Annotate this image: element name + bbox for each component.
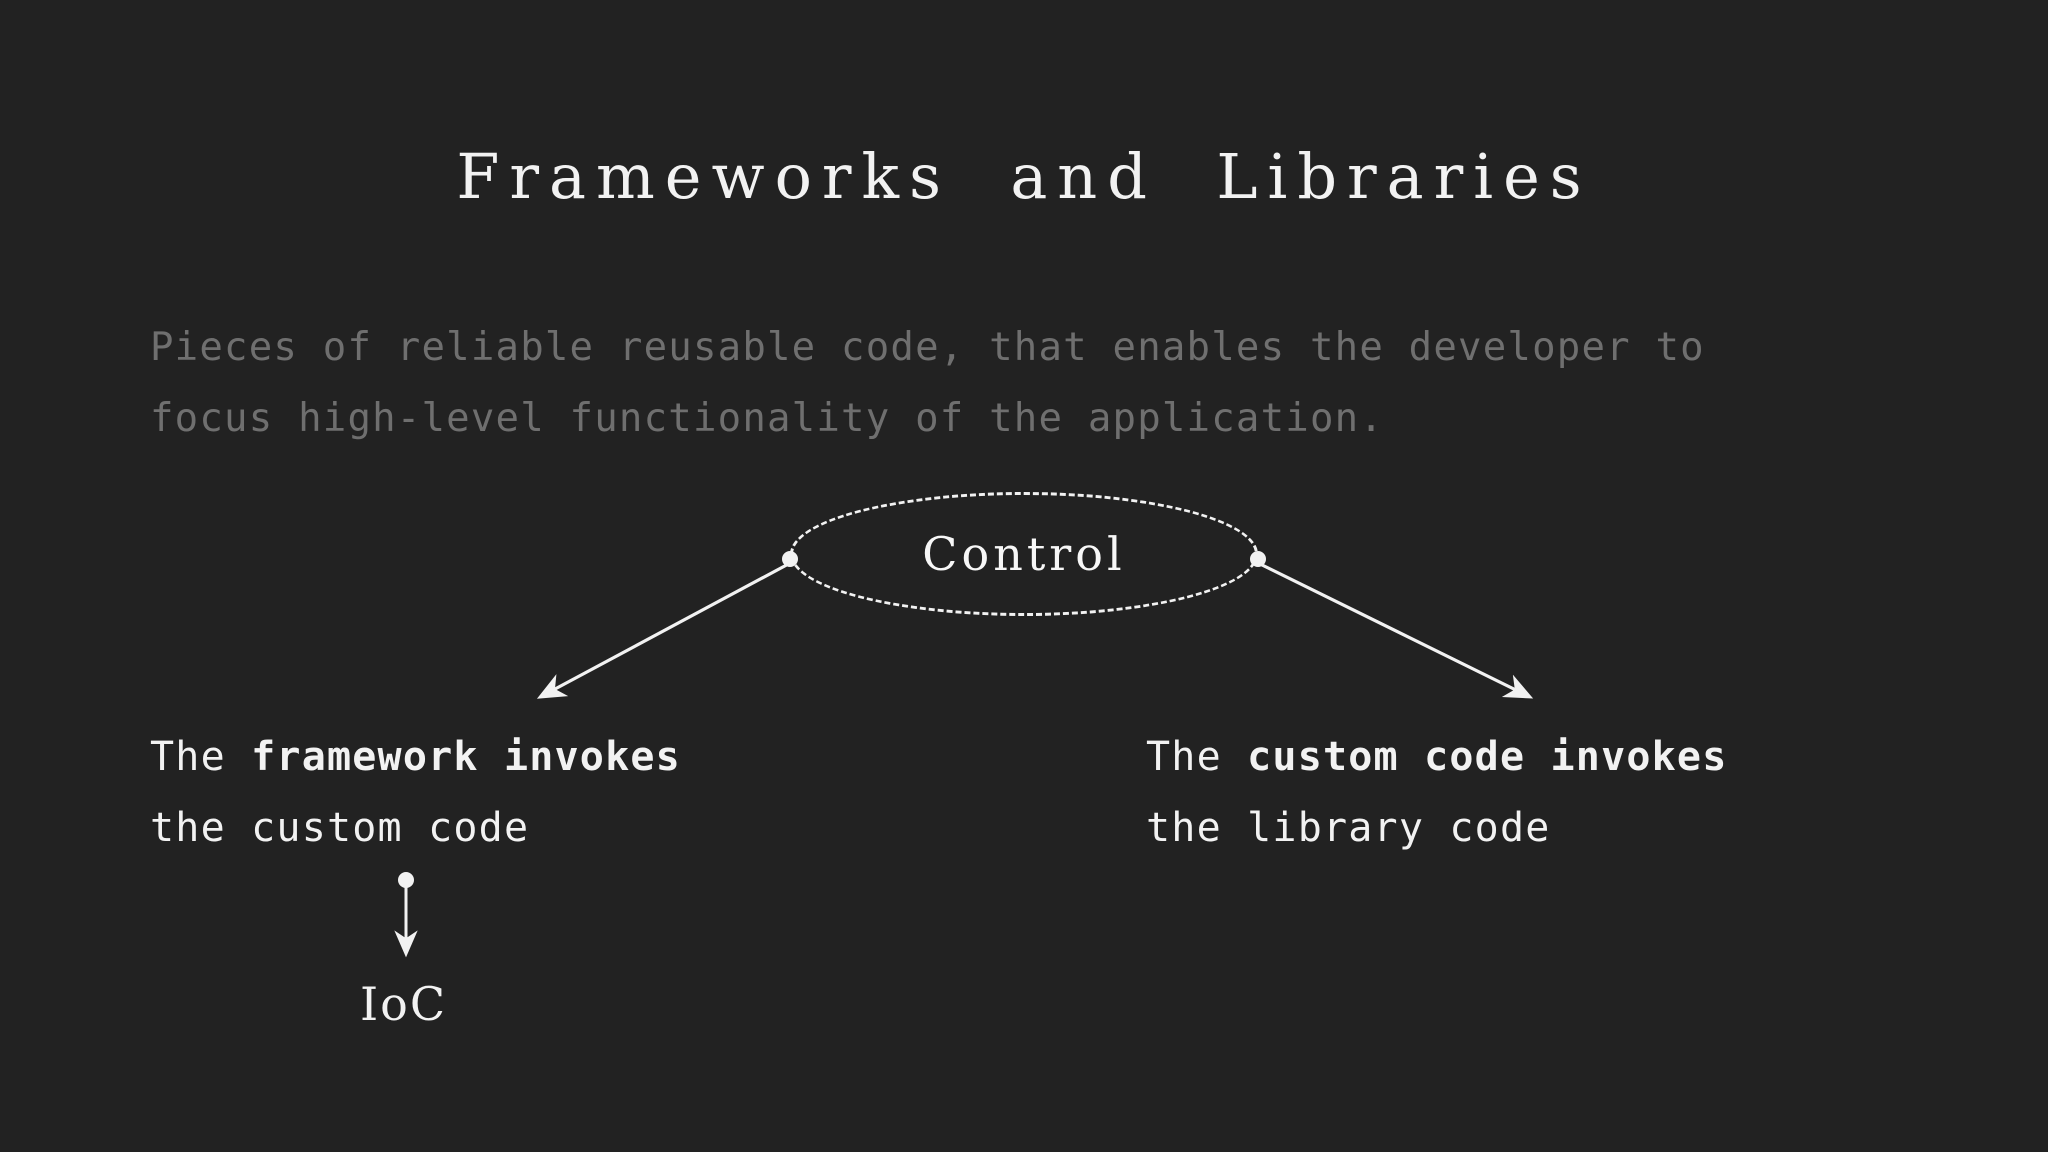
branch-left-text: The framework invokes the custom code: [150, 722, 681, 864]
branch-right-text: The custom code invokes the library code: [1146, 722, 1728, 864]
branch-right-line2: the library code: [1146, 805, 1551, 851]
branch-right-line1: The custom code invokes: [1146, 722, 1728, 793]
branch-left-line1-strong: framework invokes: [251, 734, 681, 780]
branch-left-line2: the custom code: [150, 805, 530, 851]
branch-left-line1: The framework invokes: [150, 722, 681, 793]
intro-paragraph: Pieces of reliable reusable code, that e…: [150, 325, 1705, 441]
ioc-caption: IoC: [360, 977, 448, 1031]
connector-left-to-ioc: [394, 872, 418, 958]
page-title: Frameworks and Libraries: [456, 140, 1592, 213]
connector-control-to-right: [1250, 551, 1534, 699]
control-node-label: Control: [922, 527, 1126, 581]
connector-control-to-left: [536, 551, 798, 699]
branch-left-line1-prefix: The: [150, 734, 252, 780]
branch-right-line1-strong: custom code invokes: [1247, 734, 1728, 780]
control-ellipse-shape: [790, 492, 1258, 616]
branch-right-line1-prefix: The: [1146, 734, 1248, 780]
